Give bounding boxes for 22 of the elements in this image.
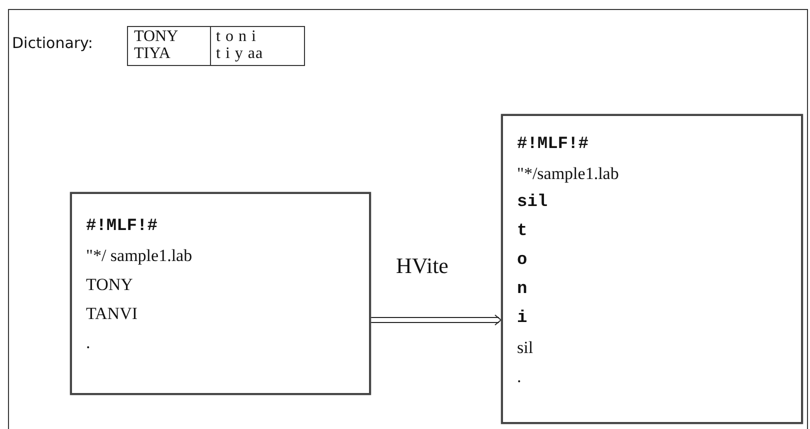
text-line: i: [517, 308, 528, 330]
text-line: .: [517, 366, 522, 388]
dictionary-label: Dictionary:: [12, 34, 93, 52]
text-line: TONY: [86, 274, 133, 296]
file-box: [70, 192, 371, 395]
text-line: TANVI: [86, 303, 138, 325]
text-line: "*/sample1.lab: [517, 163, 619, 185]
text-line: n: [517, 279, 528, 301]
text-line: "*/ sample1.lab: [86, 245, 192, 267]
text-line: #!MLF!#: [517, 134, 588, 156]
text-line: sil: [517, 337, 534, 359]
file-box: [501, 114, 803, 424]
text-line: t: [517, 221, 528, 243]
text-line: o: [517, 250, 528, 272]
text-line: #!MLF!#: [86, 216, 158, 238]
table-cell-text: t i y aa: [216, 45, 264, 62]
table-cell-text: t o n i: [216, 28, 258, 45]
double-arrow: [370, 314, 502, 326]
table-cell-text: TONY: [134, 28, 180, 45]
table-cell-text: TIYA: [134, 45, 172, 62]
text-line: .: [86, 332, 90, 354]
text-line: sil: [517, 192, 548, 214]
